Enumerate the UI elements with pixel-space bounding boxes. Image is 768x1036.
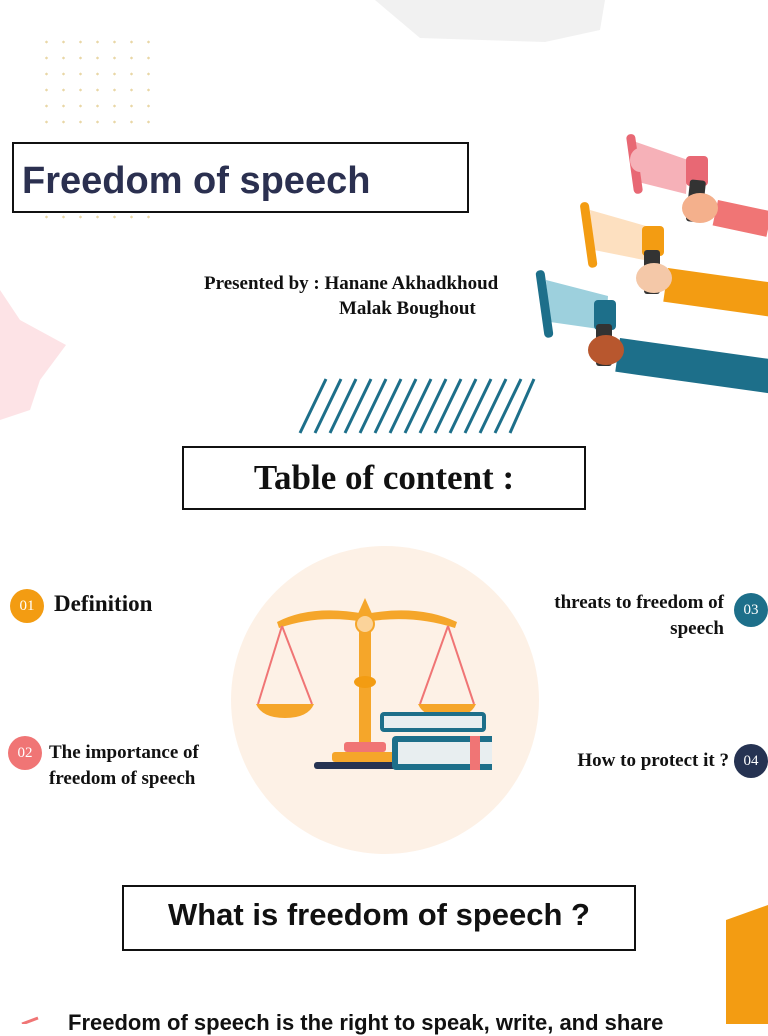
toc-heading: Table of content : [253,458,515,497]
presenters-line-1: Presented by : Hanane Akhadkhoud [204,273,499,294]
toc-item-03-label: threats to freedom of speech [500,590,724,642]
toc-item-02-label: The importance of freedom of speech [49,740,199,792]
toc-item-02-badge: 02 [8,736,42,770]
scales-of-justice-illustration [256,598,492,770]
dot-pattern-small [38,212,162,222]
definition-text: Freedom of speech is the right to speak,… [68,1010,664,1035]
section-heading-frame [122,885,636,951]
title-frame [12,142,469,213]
dot-pattern [38,34,162,132]
presenters-block: Presented by : Hanane Akhadkhoud Malak B… [204,271,498,321]
page-title: Freedom of speech [22,160,371,202]
toc-item-03-label-line-2: speech [670,618,724,639]
illustration-circle [231,546,539,854]
toc-item-03-badge: 03 [734,593,768,627]
slash-pattern [298,378,536,434]
toc-item-01-badge: 01 [10,589,44,623]
toc-item-02-label-line-2: freedom of speech [49,768,196,789]
section-heading: What is freedom of speech ? [167,897,590,932]
toc-item-04-badge: 04 [734,744,768,778]
toc-item-03-label-line-1: threats to freedom of [554,592,724,613]
toc-heading-frame [182,446,586,510]
toc-item-02-label-line-1: The importance of [49,742,199,763]
presenters-line-2: Malak Boughout [339,298,476,319]
megaphones-illustration [535,134,768,394]
toc-item-01-label: Definition [54,591,153,616]
toc-item-04-label: How to protect it ? [577,750,729,771]
